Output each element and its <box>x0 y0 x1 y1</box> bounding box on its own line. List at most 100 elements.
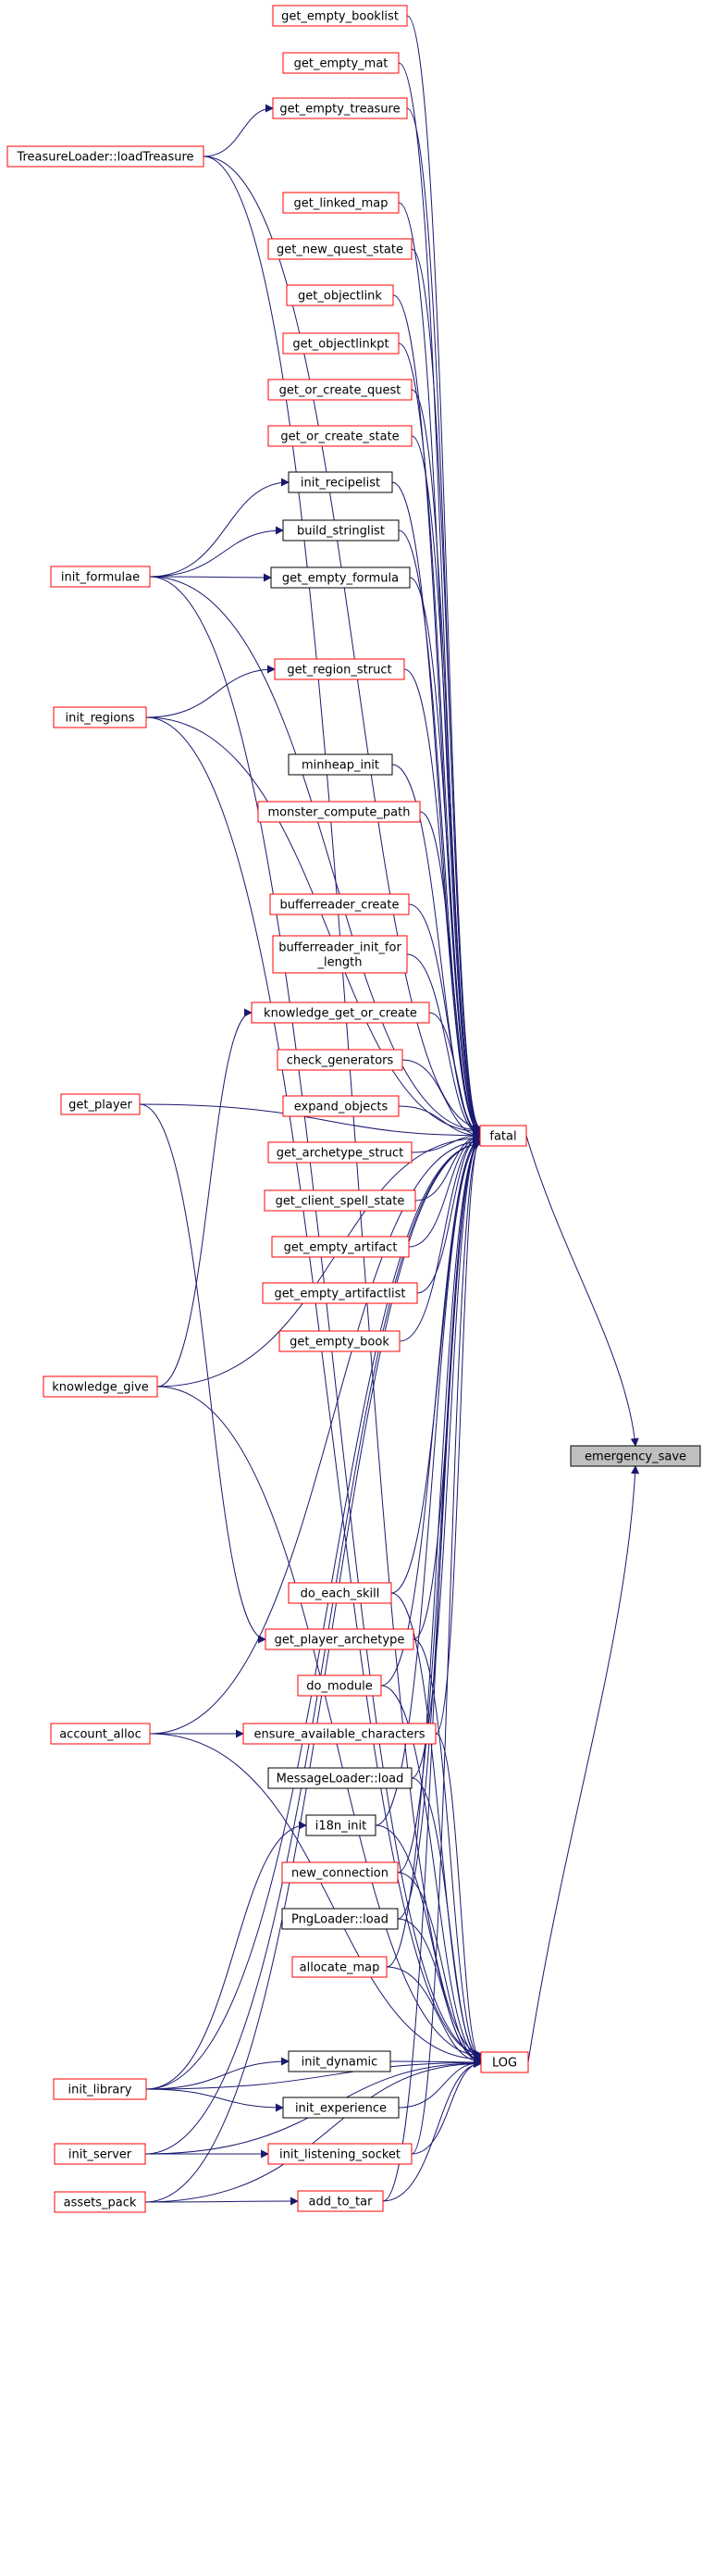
node-allocate_map[interactable]: allocate_map <box>291 1956 388 1978</box>
edge-i18n_init-to-LOG <box>375 1824 482 2064</box>
edge-get_empty_artifactlist-to-fatal <box>416 1133 481 1294</box>
edge-init_regions-to-get_region_struct <box>145 665 276 718</box>
node-get_or_create_quest[interactable]: get_or_create_quest <box>267 379 413 401</box>
edge-get_player-to-get_player_archetype <box>139 1103 266 1644</box>
node-fatal[interactable]: fatal <box>479 1125 527 1147</box>
node-label-do_each_skill: do_each_skill <box>301 1587 380 1601</box>
node-get_empty_artifact[interactable]: get_empty_artifact <box>271 1236 410 1258</box>
node-box-init_server <box>54 2143 146 2165</box>
node-get_objectlink[interactable]: get_objectlink <box>286 284 394 306</box>
node-box-allocate_map <box>291 1956 388 1978</box>
node-TreasureLoader_loadTreasure[interactable]: TreasureLoader::loadTreasure <box>6 145 204 168</box>
node-label-account_alloc: account_alloc <box>59 1728 142 1742</box>
node-get_archetype_struct[interactable]: get_archetype_struct <box>267 1141 413 1164</box>
node-emergency_save[interactable]: emergency_save <box>570 1445 701 1467</box>
node-box-check_generators <box>277 1049 403 1071</box>
edge-init_formulae-to-LOG <box>149 576 482 2059</box>
node-box-knowledge_get_or_create <box>251 1002 430 1024</box>
node-box-get_objectlinkpt <box>282 332 400 355</box>
node-get_empty_book[interactable]: get_empty_book <box>278 1330 401 1352</box>
node-new_connection[interactable]: new_connection <box>281 1861 399 1884</box>
node-ensure_available_characters[interactable]: ensure_available_characters <box>242 1723 437 1745</box>
node-get_empty_treasure[interactable]: get_empty_treasure <box>272 97 408 119</box>
node-init_dynamic[interactable]: init_dynamic <box>288 2050 391 2072</box>
node-i18n_init[interactable]: i18n_init <box>305 1814 376 1836</box>
edge-init_dynamic-to-LOG <box>389 2058 482 2067</box>
node-box-get_empty_artifactlist <box>262 1282 418 1304</box>
node-label-init_server: init_server <box>68 2148 132 2162</box>
node-bufferreader_create[interactable]: bufferreader_create <box>269 893 410 915</box>
node-get_empty_formula[interactable]: get_empty_formula <box>270 566 411 589</box>
node-MessageLoader_load[interactable]: MessageLoader::load <box>267 1767 413 1789</box>
node-get_region_struct[interactable]: get_region_struct <box>274 658 405 680</box>
edge-assets_pack-to-fatal <box>144 1139 481 2203</box>
node-do_module[interactable]: do_module <box>297 1674 382 1697</box>
node-label-bufferreader_init_for_length: _length <box>317 956 363 970</box>
node-account_alloc[interactable]: account_alloc <box>50 1723 151 1745</box>
node-get_linked_map[interactable]: get_linked_map <box>282 192 400 214</box>
edge-get_empty_booklist-to-fatal <box>406 15 481 1132</box>
node-get_objectlinkpt[interactable]: get_objectlinkpt <box>282 332 400 355</box>
edge-assets_pack-to-add_to_tar <box>144 2196 299 2206</box>
edge-get_player-to-fatal <box>139 1103 481 1140</box>
edge-allocate_map-to-fatal <box>386 1139 481 1968</box>
edge-do_each_skill-to-LOG <box>390 1592 482 2062</box>
node-init_experience[interactable]: init_experience <box>282 2097 400 2119</box>
node-knowledge_give[interactable]: knowledge_give <box>43 1375 158 1398</box>
edge-allocate_map-to-LOG <box>386 1966 482 2066</box>
node-get_player_archetype[interactable]: get_player_archetype <box>265 1628 414 1650</box>
node-box-get_or_create_state <box>267 425 413 447</box>
edge-init_library-to-init_experience <box>145 2088 284 2112</box>
node-PngLoader_load[interactable]: PngLoader::load <box>281 1908 399 1930</box>
node-build_stringlist[interactable]: build_stringlist <box>282 519 400 541</box>
node-monster_compute_path[interactable]: monster_compute_path <box>257 801 421 823</box>
edge-init_formulae-to-fatal <box>149 576 481 1135</box>
node-check_generators[interactable]: check_generators <box>277 1049 403 1071</box>
node-get_empty_mat[interactable]: get_empty_mat <box>282 52 400 74</box>
edge-get_or_create_state-to-fatal <box>411 435 481 1133</box>
node-label-get_or_create_state: get_or_create_state <box>280 430 399 444</box>
node-box-assets_pack <box>54 2191 146 2213</box>
edge-ensure_available_characters-to-fatal <box>435 1138 481 1735</box>
node-assets_pack[interactable]: assets_pack <box>54 2191 146 2213</box>
node-init_formulae[interactable]: init_formulae <box>50 566 151 588</box>
node-knowledge_get_or_create[interactable]: knowledge_get_or_create <box>251 1002 430 1024</box>
node-bufferreader_init_for_length[interactable]: bufferreader_init_for_length <box>272 935 408 974</box>
node-get_empty_booklist[interactable]: get_empty_booklist <box>272 5 408 27</box>
node-label-bufferreader_create: bufferreader_create <box>280 899 400 913</box>
node-box-init_formulae <box>50 566 151 588</box>
node-add_to_tar[interactable]: add_to_tar <box>297 2190 384 2212</box>
node-label-init_regions: init_regions <box>66 712 135 726</box>
node-init_library[interactable]: init_library <box>53 2078 147 2100</box>
edge-init_experience-to-LOG <box>398 2058 482 2109</box>
node-box-init_regions <box>53 706 147 728</box>
node-label-fatal: fatal <box>489 1130 516 1144</box>
edge-expand_objects-to-fatal <box>398 1105 481 1140</box>
node-box-emergency_save <box>570 1445 701 1467</box>
node-expand_objects[interactable]: expand_objects <box>282 1095 400 1117</box>
edge-init_library-to-i18n_init <box>145 1821 307 2090</box>
node-box-PngLoader_load <box>281 1908 399 1930</box>
node-label-new_connection: new_connection <box>291 1867 388 1881</box>
node-LOG[interactable]: LOG <box>480 2051 529 2073</box>
edge-get_empty_book-to-fatal <box>399 1133 481 1342</box>
node-label-init_formulae: init_formulae <box>61 571 140 585</box>
node-init_regions[interactable]: init_regions <box>53 706 147 728</box>
edge-new_connection-to-fatal <box>397 1139 481 1873</box>
node-label-bufferreader_init_for_length: bufferreader_init_for <box>278 941 401 955</box>
node-init_server[interactable]: init_server <box>54 2143 146 2165</box>
node-label-get_linked_map: get_linked_map <box>293 197 388 211</box>
node-box-get_archetype_struct <box>267 1141 413 1164</box>
node-init_recipelist[interactable]: init_recipelist <box>288 471 393 493</box>
node-do_each_skill[interactable]: do_each_skill <box>288 1582 392 1604</box>
edge-do_module-to-LOG <box>380 1685 482 2063</box>
node-get_player[interactable]: get_player <box>60 1093 141 1115</box>
node-get_empty_artifactlist[interactable]: get_empty_artifactlist <box>262 1282 418 1304</box>
node-init_listening_socket[interactable]: init_listening_socket <box>267 2143 413 2165</box>
node-minheap_init[interactable]: minheap_init <box>288 753 393 776</box>
node-get_or_create_state[interactable]: get_or_create_state <box>267 425 413 447</box>
node-get_new_quest_state[interactable]: get_new_quest_state <box>267 238 413 260</box>
node-get_client_spell_state[interactable]: get_client_spell_state <box>264 1189 416 1212</box>
node-label-get_empty_mat: get_empty_mat <box>294 57 388 71</box>
